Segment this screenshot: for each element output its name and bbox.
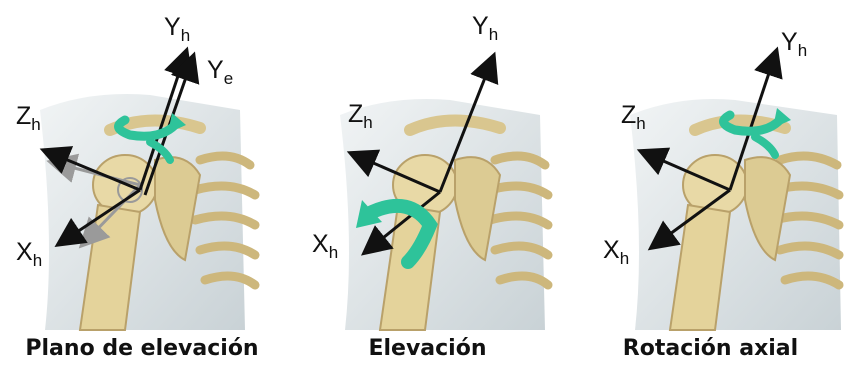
x-axis-label: Xh [16,240,42,269]
caption: Elevación [290,336,565,361]
ye-axis-label: Ye [207,58,233,87]
x-axis-label: Xh [603,238,629,267]
z-axis-label: Zh [621,103,646,132]
x-axis-label: Xh [312,232,338,261]
panel-plano-de-elevacion: Yh Ye Zh Xh Plano de elevación [0,0,280,372]
y-axis-label: Yh [472,14,498,43]
panel-rotacion-axial: Yh Zh Xh Rotación axial [575,0,846,372]
y-axis-label: Yh [781,30,807,59]
caption: Rotación axial [575,336,846,361]
shoulder-illustration-2 [290,0,565,340]
z-axis-label: Zh [348,102,373,131]
caption: Plano de elevación [4,336,280,361]
shoulder-illustration-1 [0,0,280,340]
z-axis-label: Zh [16,104,41,133]
y-axis-label: Yh [164,15,190,44]
panel-elevacion: Yh Zh Xh Elevación [290,0,565,372]
